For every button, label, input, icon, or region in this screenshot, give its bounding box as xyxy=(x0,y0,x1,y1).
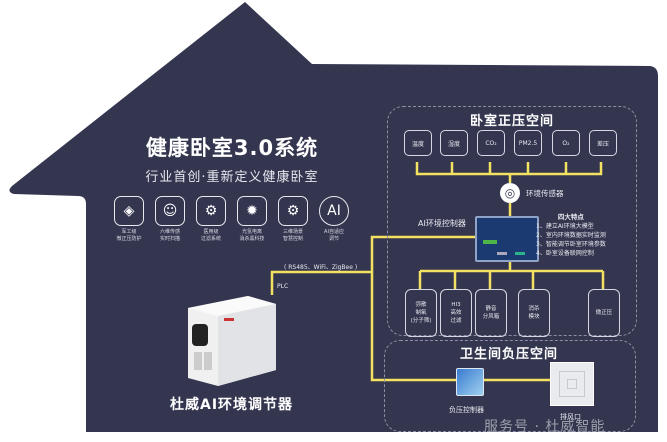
bathroom-region xyxy=(384,340,636,432)
sensor-temperature: 温度 xyxy=(404,130,432,156)
sterilize-icon: ✹ xyxy=(237,196,267,226)
feature-label: 六维传感 实时扫描 xyxy=(159,229,180,242)
page-subtitle: 行业首创·重新定义健康卧室 xyxy=(145,170,319,185)
ai-controller-screen xyxy=(475,216,539,262)
feature-label: 医用级 过滤系统 xyxy=(200,229,221,242)
device-name: 杜威AI环境调节器 xyxy=(170,397,294,413)
watermark: 服务号 · 杜威智能 xyxy=(484,419,606,435)
feature-item: ⚙ 三维场景 智慧控制 xyxy=(272,196,314,243)
protocols-label: ( RS485、WiFi、ZigBee ) xyxy=(284,264,358,271)
features-title: 四大特点 xyxy=(557,213,584,221)
screen-button xyxy=(515,252,525,255)
sensor-o2: O₂ xyxy=(552,130,580,156)
face-scan-icon: ☺ xyxy=(155,196,185,226)
feature-label: 三维场景 智慧控制 xyxy=(282,229,303,242)
module-filter: HI3 高效 过滤 xyxy=(440,289,472,337)
sensor-pressure-diff: 差压 xyxy=(589,130,617,156)
feature-item: AI AI自适应 调节 xyxy=(313,196,355,243)
bathroom-title: 卫生间负压空间 xyxy=(459,347,558,362)
feature-line: 4、卧室设备联网控制 xyxy=(536,250,594,257)
screen-indicator xyxy=(483,240,497,244)
ai-controller-label: AI环境控制器 xyxy=(418,219,466,228)
module-oxygen: 弥散 制氧 (分子筛) xyxy=(405,289,437,337)
bedroom-region xyxy=(387,106,637,336)
connection-lines xyxy=(270,162,605,382)
gears-icon: ⚙ xyxy=(278,196,308,226)
vent-label: 排风口 xyxy=(560,413,581,421)
module-sterilize: 消杀 模块 xyxy=(518,289,550,337)
plc-label: PLC xyxy=(277,283,289,290)
feature-item: ✹ 光氢电离 消杀黑科技 xyxy=(231,196,273,243)
filter-icon: ⚙ xyxy=(196,196,226,226)
vent-center xyxy=(567,379,577,389)
feature-line: 2、室内环境数据实时监测 xyxy=(536,232,606,239)
sensor-humidity: 湿度 xyxy=(440,130,468,156)
negative-controller-label: 负压控制器 xyxy=(449,406,484,414)
feature-item: ⚙ 医用级 过滤系统 xyxy=(190,196,232,243)
vent-grille xyxy=(559,371,585,397)
sensor-hub-label: 环境传感器 xyxy=(526,189,564,198)
feature-label: AI自适应 调节 xyxy=(324,229,344,242)
feature-line: 1、建立AI环境大模型 xyxy=(536,223,594,230)
feature-item: ☺ 六维传感 实时扫描 xyxy=(149,196,191,243)
module-positive-pressure: 微正压 xyxy=(588,289,620,337)
negative-pressure-controller-image xyxy=(456,368,484,396)
sensor-co2: CO₂ xyxy=(477,130,505,156)
screen-button xyxy=(497,252,507,255)
radar-sensor-icon: ◎ xyxy=(500,183,520,203)
ai-head-icon: AI xyxy=(319,196,349,226)
feature-label: 军工级 微正压防护 xyxy=(116,229,142,242)
module-silent-box: 静音 分风箱 xyxy=(475,289,507,337)
page-title: 健康卧室3.0系统 xyxy=(145,136,319,160)
feature-line: 3、智能调节卧室环境参数 xyxy=(536,241,606,248)
shield-icon: ◈ xyxy=(114,196,144,226)
feature-item: ◈ 军工级 微正压防护 xyxy=(108,196,150,243)
sensor-pm25: PM2.5 xyxy=(514,130,542,156)
environment-regulator-device xyxy=(188,290,278,394)
bedroom-title: 卧室正压空间 xyxy=(469,114,554,129)
exhaust-vent-image xyxy=(550,362,594,406)
feature-label: 光氢电离 消杀黑科技 xyxy=(239,229,265,242)
features-list: 四大特点 1、建立AI环境大模型 2、室内环境数据实时监测 3、智能调节卧室环境… xyxy=(536,213,606,258)
